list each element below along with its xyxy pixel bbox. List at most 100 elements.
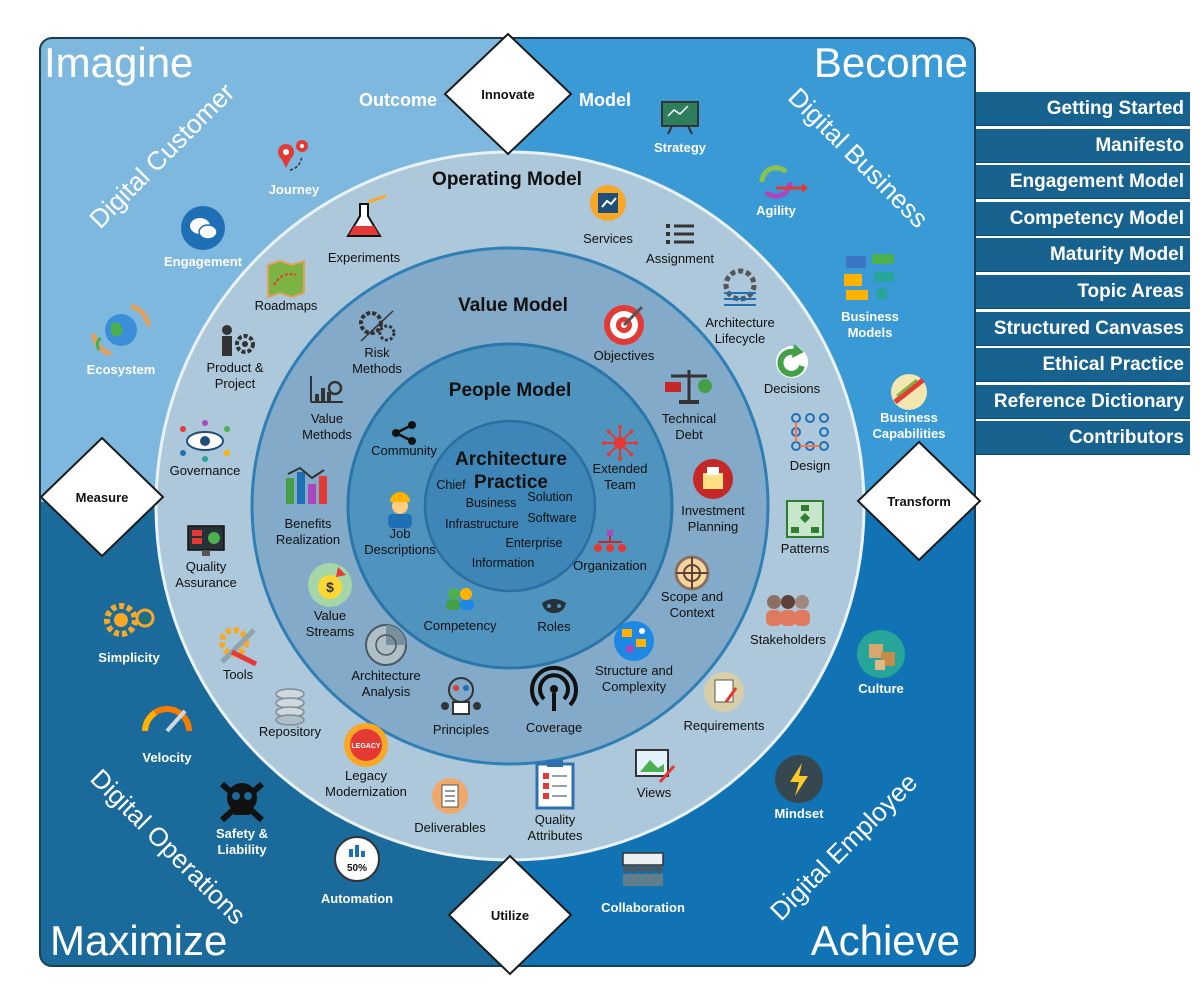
diamond-innovate[interactable]: Innovate: [443, 32, 573, 156]
item-experiments[interactable]: Experiments: [328, 194, 401, 265]
item-views[interactable]: Views: [635, 749, 676, 800]
item-objectives[interactable]: Objectives: [594, 305, 655, 363]
map-pin-icon: [278, 140, 308, 171]
speedometer-icon: [142, 706, 192, 733]
item-product-project[interactable]: Product &Project: [206, 325, 264, 391]
sidebar-item-structured-canvases[interactable]: Structured Canvases: [976, 311, 1190, 346]
item-culture[interactable]: Culture: [857, 630, 905, 696]
item-label: Velocity: [142, 750, 192, 765]
item-simplicity[interactable]: Simplicity: [98, 603, 160, 665]
item-label: Governance: [170, 463, 241, 478]
sidebar-item-maturity-model[interactable]: Maturity Model: [976, 238, 1190, 273]
map-icon: [267, 259, 305, 299]
item-strategy[interactable]: Strategy: [654, 101, 707, 155]
item-coverage[interactable]: Coverage: [526, 665, 582, 735]
svg-text:$: $: [326, 579, 334, 595]
item-agility[interactable]: Agility: [756, 165, 808, 218]
item-safety-liability[interactable]: Safety &Liability: [216, 781, 268, 857]
sidebar-item-engagement-model[interactable]: Engagement Model: [976, 165, 1190, 200]
item-label: Principles: [433, 722, 490, 737]
sidebar-item-manifesto[interactable]: Manifesto: [976, 128, 1190, 163]
item-collaboration[interactable]: Collaboration: [601, 852, 685, 915]
clipboard-icon: [535, 760, 575, 810]
item-competency[interactable]: Competency: [424, 588, 497, 633]
item-label: Automation: [321, 891, 393, 906]
target-icon: [604, 305, 644, 345]
item-journey[interactable]: Journey: [269, 140, 320, 197]
item-community[interactable]: Community: [371, 421, 437, 458]
dollar-icon: $: [308, 563, 352, 607]
structure-icon: [614, 621, 654, 661]
item-repository[interactable]: Repository: [259, 688, 322, 739]
item-roadmaps[interactable]: Roadmaps: [255, 259, 318, 313]
core-title-line2: Practice: [474, 472, 548, 493]
item-requirements[interactable]: Requirements: [684, 672, 765, 733]
item-label: Safety &Liability: [216, 826, 268, 857]
quadrant-title-achieve: Achieve: [811, 917, 960, 964]
item-engagement[interactable]: Engagement: [164, 206, 243, 269]
sidebar-item-reference-dictionary[interactable]: Reference Dictionary: [976, 384, 1190, 419]
item-label: Competency: [424, 618, 497, 633]
grid-nodes-icon: [791, 413, 829, 451]
diamond-utilize[interactable]: Utilize: [447, 854, 573, 976]
item-ecosystem[interactable]: Ecosystem: [87, 303, 156, 377]
item-velocity[interactable]: Velocity: [142, 706, 192, 765]
item-principles[interactable]: Principles: [433, 677, 490, 737]
people-icon: [766, 595, 810, 626]
item-patterns[interactable]: Patterns: [781, 500, 830, 556]
item-design[interactable]: Design: [790, 413, 830, 473]
sidebar-item-ethical-practice[interactable]: Ethical Practice: [976, 348, 1190, 383]
diamond-transform[interactable]: Transform: [856, 440, 982, 562]
diamond-measure[interactable]: Measure: [39, 436, 165, 558]
percent-chart-icon: 50%: [334, 836, 380, 882]
ring-title-operating-model: Operating Model: [432, 169, 582, 190]
item-services[interactable]: Services: [583, 185, 633, 246]
sidebar-item-contributors[interactable]: Contributors: [976, 421, 1190, 456]
item-decisions[interactable]: Decisions: [764, 344, 821, 396]
core-term: Information: [472, 556, 535, 570]
item-mindset[interactable]: Mindset: [774, 755, 824, 821]
item-governance[interactable]: Governance: [170, 420, 241, 478]
item-label: Experiments: [328, 250, 401, 265]
item-organization[interactable]: Organization: [573, 530, 647, 573]
item-label: Assignment: [646, 251, 714, 266]
sidebar-item-getting-started[interactable]: Getting Started: [976, 92, 1190, 126]
worker-icon: [388, 492, 412, 528]
item-assignment[interactable]: Assignment: [646, 224, 714, 266]
item-label: Stakeholders: [750, 632, 826, 647]
ring-title-value-model: Value Model: [458, 295, 568, 316]
item-tools[interactable]: Tools: [219, 627, 258, 682]
item-automation[interactable]: 50% Automation: [321, 836, 393, 906]
item-stakeholders[interactable]: Stakeholders: [750, 595, 826, 647]
edge-label-model: Model: [579, 90, 631, 110]
core-term: Chief: [436, 478, 466, 492]
sidebar-item-topic-areas[interactable]: Topic Areas: [976, 274, 1190, 309]
item-roles[interactable]: Roles: [537, 599, 571, 634]
item-label: Patterns: [781, 541, 830, 556]
sidebar-item-competency-model[interactable]: Competency Model: [976, 201, 1190, 236]
item-deliverables[interactable]: Deliverables: [414, 778, 486, 835]
service-badge-icon: [590, 185, 626, 221]
